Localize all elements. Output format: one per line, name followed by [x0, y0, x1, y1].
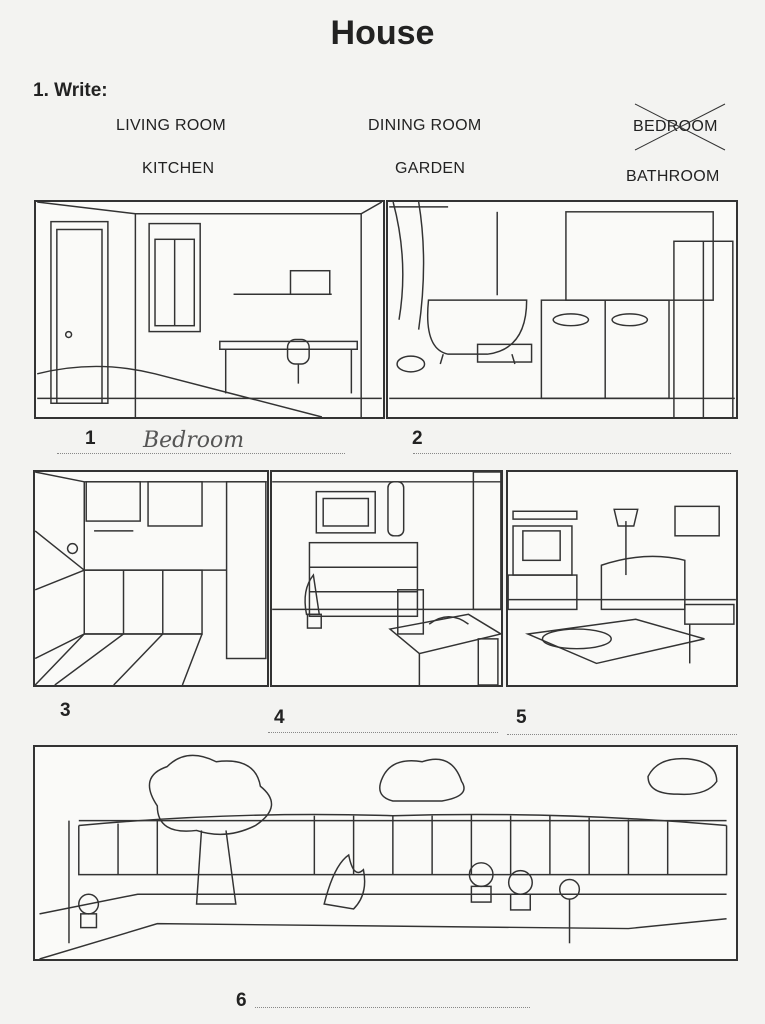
word-dining-room: DINING ROOM	[368, 117, 482, 134]
item-number-4: 4	[274, 707, 285, 728]
item-number-2: 2	[412, 428, 423, 449]
answer-line-5[interactable]	[507, 734, 737, 735]
word-living-room: LIVING ROOM	[116, 117, 226, 134]
item-number-3: 3	[60, 700, 71, 721]
cross-out-mark	[634, 103, 726, 151]
picture-kitchen	[33, 470, 269, 687]
answer-line-1[interactable]	[57, 453, 345, 454]
picture-bedroom	[34, 200, 385, 419]
picture-living-room	[506, 470, 738, 687]
exercise-heading: 1. Write:	[33, 80, 108, 101]
word-garden: GARDEN	[395, 160, 466, 177]
answer-line-2[interactable]	[413, 453, 731, 454]
picture-dining-room	[270, 470, 503, 687]
picture-garden	[33, 745, 738, 961]
word-kitchen: KITCHEN	[142, 160, 215, 177]
item-number-1: 1	[85, 428, 96, 449]
item-number-5: 5	[516, 707, 527, 728]
word-bedroom-crossed: BEDROOM	[633, 103, 726, 151]
answer-1[interactable]: Bedroom	[143, 428, 245, 453]
word-bedroom-label: BEDROOM	[633, 118, 718, 135]
item-number-6: 6	[236, 990, 247, 1011]
page-title: House	[330, 14, 435, 52]
picture-bathroom	[386, 200, 738, 419]
answer-line-4[interactable]	[268, 732, 498, 733]
word-bathroom: BATHROOM	[626, 168, 720, 185]
answer-line-6[interactable]	[255, 1007, 530, 1008]
